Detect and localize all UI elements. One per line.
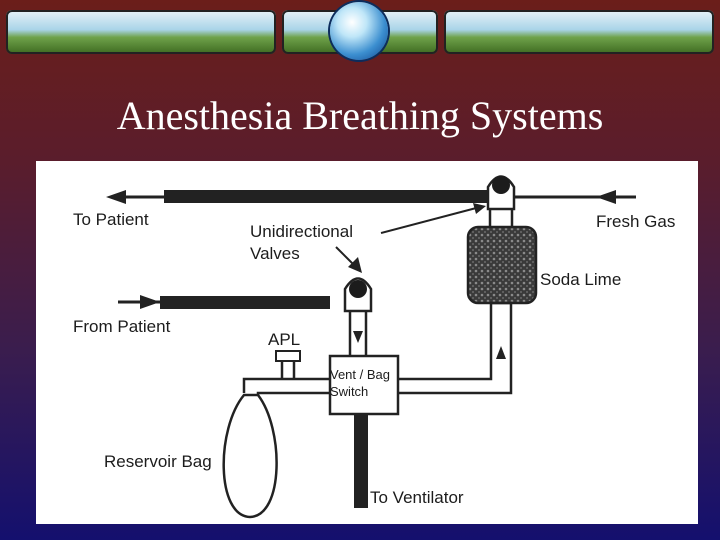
to-patient-arrow xyxy=(106,190,126,204)
expiratory-hose xyxy=(160,296,330,309)
fresh-gas-label: Fresh Gas xyxy=(596,212,675,231)
expiratory-valve-disc xyxy=(349,280,367,298)
unidirectional-label-line2: Valves xyxy=(250,244,300,263)
soda-lime-canister xyxy=(466,225,538,305)
unidirectional-label-line1: Unidirectional xyxy=(250,222,353,241)
inspiratory-valve-disc xyxy=(492,176,510,194)
from-patient-label: From Patient xyxy=(73,317,171,336)
header-banner-left xyxy=(6,10,276,54)
breathing-circuit-diagram: To Patient Fresh Gas Soda Lime From Pati… xyxy=(73,175,675,519)
pointer-arrowhead-expiratory xyxy=(348,257,362,273)
fresh-gas-arrow xyxy=(596,190,616,204)
slide-title: Anesthesia Breathing Systems xyxy=(116,93,604,138)
diagram-panel: To Patient Fresh Gas Soda Lime From Pati… xyxy=(36,161,698,524)
from-patient-arrow xyxy=(140,295,160,309)
reservoir-bag-label: Reservoir Bag xyxy=(104,452,212,471)
expiratory-flow-arrow xyxy=(353,331,363,343)
apl-label: APL xyxy=(268,330,300,349)
globe-icon xyxy=(330,2,388,60)
vent-bag-switch xyxy=(328,354,400,416)
soda-lime-label: Soda Lime xyxy=(540,270,621,289)
apl-valve xyxy=(275,350,301,362)
to-ventilator-label: To Ventilator xyxy=(370,488,464,507)
switch-label-line2: Switch xyxy=(330,384,368,399)
ventilator-tube xyxy=(354,414,368,508)
return-flow-arrow xyxy=(496,346,506,359)
return-pipe xyxy=(391,301,513,395)
pointer-to-inspiratory-valve xyxy=(380,206,481,234)
header-banner-right xyxy=(444,10,714,54)
reservoir-bag xyxy=(222,393,278,519)
switch-label-line1: Vent / Bag xyxy=(330,367,390,382)
pointer-arrowhead-inspiratory xyxy=(473,203,486,214)
inspiratory-hose xyxy=(164,190,499,203)
to-patient-label: To Patient xyxy=(73,210,149,229)
